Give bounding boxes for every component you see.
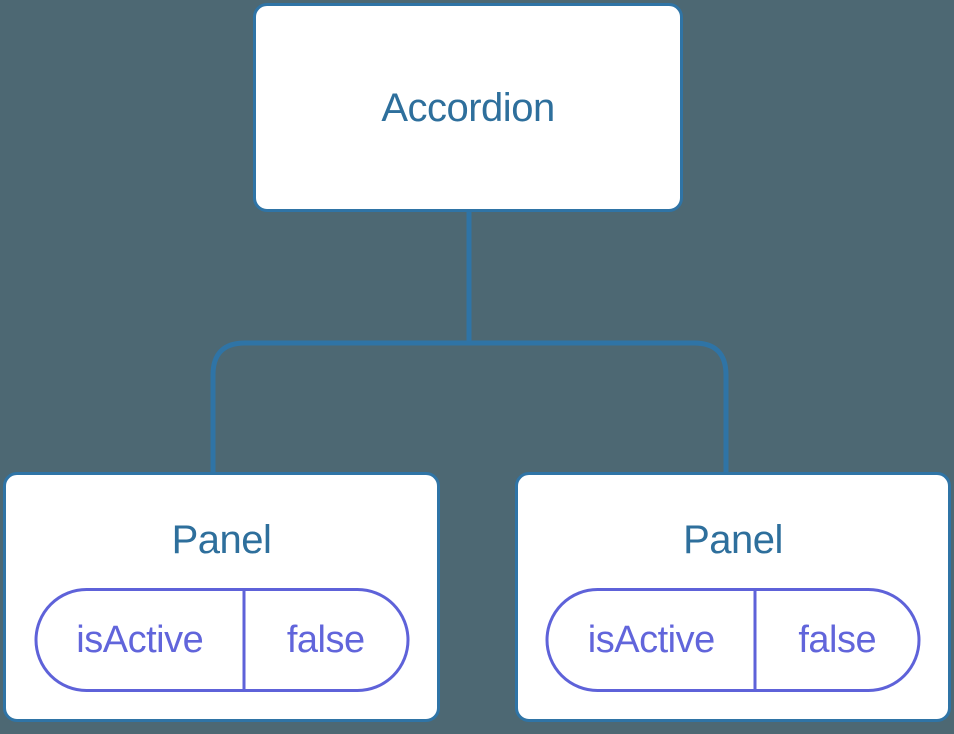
connector-branch: [210, 340, 729, 473]
panel-node-label: Panel: [171, 518, 272, 562]
panel-node-left: Panel isActive false: [3, 472, 440, 722]
state-value: false: [286, 618, 365, 661]
panel-node-right: Panel isActive false: [515, 472, 951, 722]
panel-node-label: Panel: [683, 518, 783, 562]
state-pill: isActive false: [545, 588, 921, 692]
state-value: false: [798, 618, 877, 661]
state-key: isActive: [37, 591, 246, 689]
root-node-label: Accordion: [381, 85, 555, 130]
state-key: isActive: [549, 591, 757, 689]
root-node-accordion: Accordion: [253, 3, 683, 212]
state-pill: isActive false: [34, 588, 409, 692]
